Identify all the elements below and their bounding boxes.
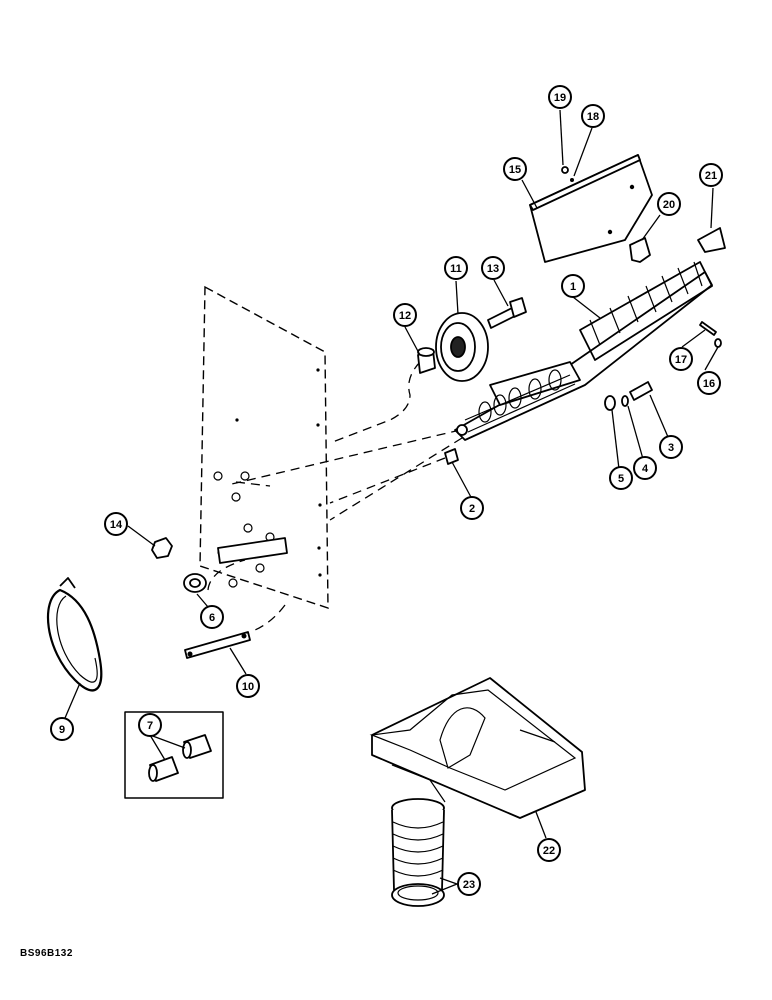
mounting-panel: [199, 285, 329, 609]
callout-9: 9: [50, 717, 74, 741]
nut-part-5: [604, 395, 616, 411]
callout-4: 4: [633, 456, 657, 480]
callout-16: 16: [697, 371, 721, 395]
callout-20: 20: [657, 192, 681, 216]
callout-18: 18: [581, 104, 605, 128]
bolt-part-13: [487, 297, 527, 329]
assembly-lines: [207, 361, 463, 633]
bellows-part-23: [391, 798, 445, 907]
callout-5-label: 5: [618, 473, 624, 485]
callout-16-label: 16: [703, 378, 715, 390]
callout-21: 21: [699, 163, 723, 187]
callout-1-label: 1: [570, 281, 576, 293]
callout-7: 7: [138, 713, 162, 737]
pulley-part-11: [435, 312, 489, 382]
part-18: [570, 178, 574, 182]
callout-22-label: 22: [543, 845, 555, 857]
callout-6-label: 6: [209, 612, 215, 624]
bolt-part-3: [629, 381, 653, 401]
bearing-part-6: [183, 573, 207, 593]
part-19: [561, 166, 569, 174]
callout-12: 12: [393, 303, 417, 327]
callout-11: 11: [444, 256, 468, 280]
callout-17-label: 17: [675, 354, 687, 366]
pin-part-17: [699, 321, 717, 336]
cotter-part-16: [714, 338, 722, 348]
nut-part-14: [151, 537, 173, 559]
bracket-part-20: [629, 237, 651, 263]
callout-7-label: 7: [147, 720, 153, 732]
callout-9-label: 9: [59, 724, 65, 736]
wedge-part-21: [697, 227, 726, 253]
figure-code: BS96B132: [20, 948, 73, 959]
washer-part-4: [621, 395, 629, 407]
callout-5: 5: [609, 466, 633, 490]
callout-1: 1: [561, 274, 585, 298]
callout-12-label: 12: [399, 310, 411, 322]
callout-19: 19: [548, 85, 572, 109]
callout-22: 22: [537, 838, 561, 862]
callout-6: 6: [200, 605, 224, 629]
callout-13-label: 13: [487, 263, 499, 275]
spacer-part-12: [417, 347, 436, 374]
callout-23-label: 23: [463, 879, 475, 891]
cover-part-15: [529, 154, 653, 263]
callout-10-label: 10: [242, 681, 254, 693]
callout-3: 3: [659, 435, 683, 459]
tray-part-22: [369, 677, 586, 819]
callout-13: 13: [481, 256, 505, 280]
leader-lines: [64, 109, 719, 895]
callout-18-label: 18: [587, 111, 599, 123]
callout-19-label: 19: [554, 92, 566, 104]
callout-21-label: 21: [705, 170, 717, 182]
belt-part-9: [46, 577, 103, 692]
clip-part-2: [444, 448, 459, 465]
callout-20-label: 20: [663, 199, 675, 211]
auger-part-1: [454, 261, 713, 441]
callout-15-label: 15: [509, 164, 521, 176]
callout-17: 17: [669, 347, 693, 371]
callout-11-label: 11: [450, 263, 462, 275]
callout-2-label: 2: [469, 503, 475, 515]
callout-10: 10: [236, 674, 260, 698]
callout-3-label: 3: [668, 442, 674, 454]
callout-14-label: 14: [110, 519, 123, 531]
callout-23: 23: [457, 872, 481, 896]
callout-15: 15: [503, 157, 527, 181]
shaft-part-10: [184, 631, 251, 659]
callout-4-label: 4: [642, 463, 649, 475]
callout-2: 2: [460, 496, 484, 520]
callout-14: 14: [104, 512, 128, 536]
